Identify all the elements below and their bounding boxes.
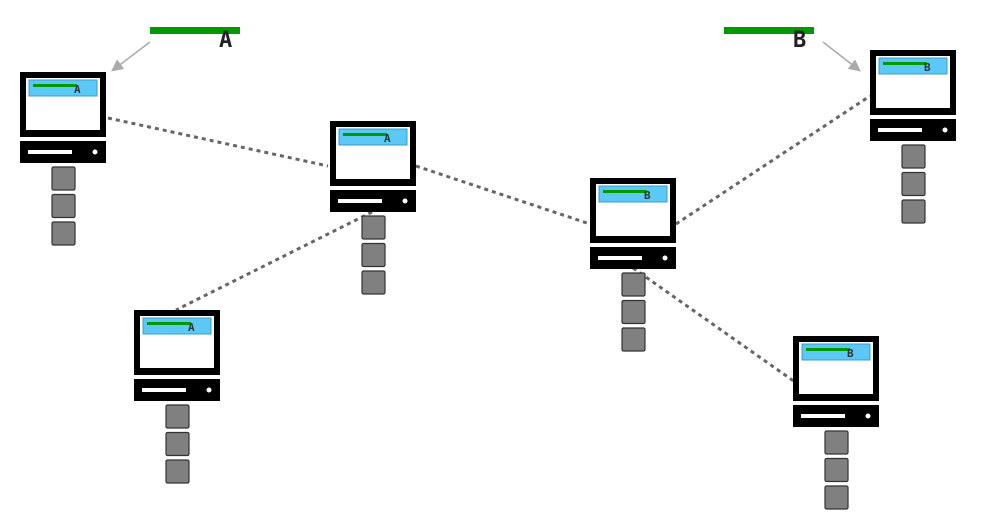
screen-title-bar bbox=[801, 343, 871, 361]
legend-label-a: A bbox=[219, 28, 232, 53]
power-light bbox=[865, 413, 871, 419]
stack-block bbox=[824, 457, 849, 483]
links-layer bbox=[107, 94, 871, 384]
screen-title-bar bbox=[28, 79, 98, 97]
link-n4-n5 bbox=[632, 266, 796, 384]
stack-block bbox=[51, 166, 76, 191]
power-light bbox=[92, 149, 98, 155]
screen-green-line bbox=[806, 348, 850, 351]
node-label: B bbox=[847, 347, 854, 360]
screen-green-line bbox=[33, 84, 77, 87]
stack-block bbox=[361, 242, 386, 268]
legend-entry-b: B bbox=[724, 27, 861, 72]
node-label: A bbox=[188, 321, 195, 334]
stack-block bbox=[621, 327, 646, 352]
computer-node-n4: B bbox=[590, 178, 676, 352]
stack-block bbox=[901, 171, 926, 197]
nodes-layer: A A A B B B bbox=[20, 50, 956, 510]
stack-block bbox=[824, 430, 849, 455]
screen-title-bar bbox=[598, 185, 668, 203]
computer-node-n5: B bbox=[793, 336, 879, 510]
stack-block bbox=[361, 215, 386, 240]
screen-green-line bbox=[343, 133, 387, 136]
computer-node-n1: A bbox=[20, 72, 106, 246]
screen-title-bar bbox=[338, 128, 408, 146]
stack-block bbox=[165, 431, 190, 457]
screen-green-line bbox=[147, 322, 191, 325]
legend-label-b: B bbox=[793, 28, 806, 53]
node-label: A bbox=[74, 83, 81, 96]
legend-entry-a: A bbox=[111, 27, 240, 72]
stack-block bbox=[901, 144, 926, 169]
link-n1-n2 bbox=[107, 116, 329, 168]
stack-block bbox=[51, 221, 76, 246]
legend-pointer-b bbox=[822, 41, 861, 72]
stack-block bbox=[824, 485, 849, 510]
stack-block bbox=[621, 272, 646, 297]
stack-block bbox=[621, 299, 646, 325]
legend-swatch-b bbox=[724, 27, 814, 34]
legend-layer: A B bbox=[111, 27, 861, 72]
stack-block bbox=[361, 270, 386, 295]
drive-slot bbox=[142, 388, 186, 392]
power-light bbox=[402, 198, 408, 204]
node-label: B bbox=[644, 189, 651, 202]
drive-slot bbox=[28, 150, 72, 154]
drive-slot bbox=[338, 199, 382, 203]
link-n4-n6 bbox=[675, 94, 871, 226]
stack-block bbox=[901, 199, 926, 224]
power-light bbox=[206, 387, 212, 393]
drive-slot bbox=[878, 128, 922, 132]
screen-title-bar bbox=[878, 57, 948, 75]
node-label: A bbox=[384, 132, 391, 145]
link-n2-n4 bbox=[415, 164, 591, 226]
screen-green-line bbox=[603, 190, 647, 193]
screen-green-line bbox=[883, 62, 927, 65]
legend-pointer-a bbox=[111, 41, 151, 72]
computer-node-n6: B bbox=[870, 50, 956, 224]
power-light bbox=[942, 127, 948, 133]
link-n2-n3 bbox=[175, 210, 373, 312]
stack-block bbox=[165, 459, 190, 484]
screen-title-bar bbox=[142, 317, 212, 335]
drive-slot bbox=[598, 256, 642, 260]
power-light bbox=[662, 255, 668, 261]
legend-swatch-a bbox=[150, 27, 240, 34]
drive-slot bbox=[801, 414, 845, 418]
node-label: B bbox=[924, 61, 931, 74]
computer-node-n3: A bbox=[134, 310, 220, 484]
stack-block bbox=[51, 193, 76, 219]
stack-block bbox=[165, 404, 190, 429]
computer-node-n2: A bbox=[330, 121, 416, 295]
